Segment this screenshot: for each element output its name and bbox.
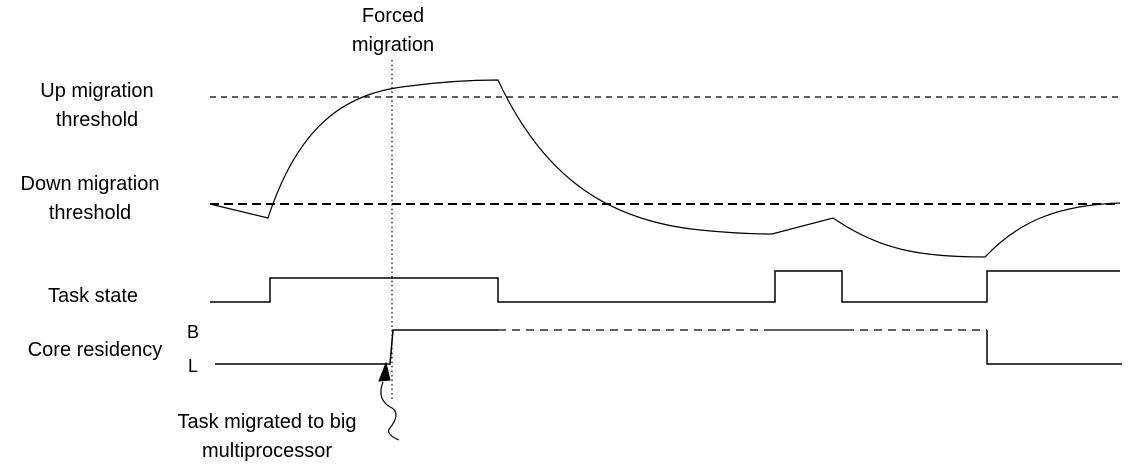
forced-migration-title-line2: migration (352, 34, 434, 56)
migration-annotation-arrow (380, 381, 400, 441)
core-residency-return-little (986, 330, 1122, 365)
annotation-line1: Task migrated to big (178, 411, 357, 433)
load-curve (209, 79, 1121, 258)
forced-migration-title-line1: Forced (362, 5, 424, 27)
annotation-line2: multiprocessor (202, 440, 332, 462)
little-core-label: L (188, 356, 198, 376)
down-threshold-label-line1: Down migration (21, 173, 160, 195)
core-residency-label: Core residency (28, 339, 163, 361)
up-threshold-label-line1: Up migration (40, 80, 153, 102)
big-core-label: B (187, 322, 199, 342)
down-threshold-label-line2: threshold (49, 202, 131, 224)
up-threshold-label-line2: threshold (56, 109, 138, 131)
task-state-waveform (210, 270, 1120, 303)
arrow-head-icon (378, 361, 391, 382)
task-state-label: Task state (48, 285, 138, 307)
core-residency-little-segment (215, 329, 498, 365)
